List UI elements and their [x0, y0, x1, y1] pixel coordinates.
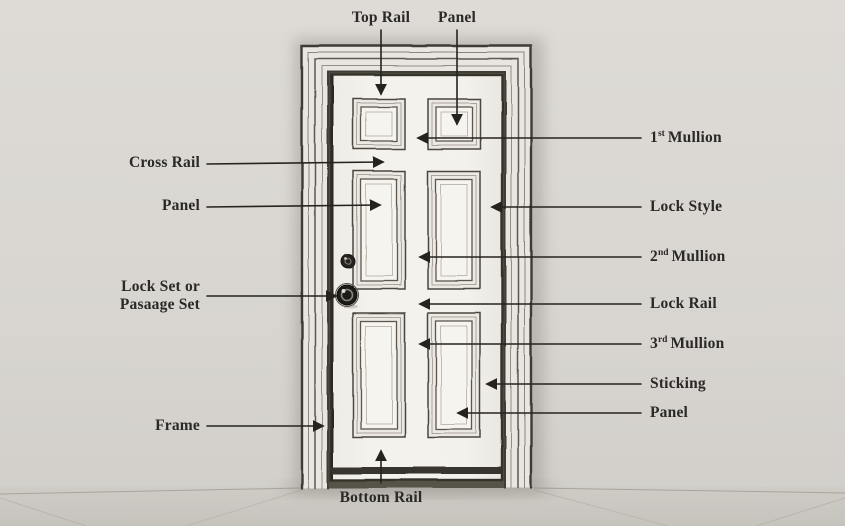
label-text: Mullion — [670, 335, 725, 352]
label-frame: Frame — [155, 417, 200, 434]
ordinal-suffix: st — [657, 128, 665, 139]
label-panel-top: Panel — [437, 9, 477, 26]
arrow-cross-rail — [206, 156, 385, 169]
deadbolt — [340, 253, 356, 269]
label-panel-bottom: Panel — [650, 404, 689, 421]
label-lock-style: Lock Style — [650, 198, 723, 215]
door-panel-top-left — [352, 98, 406, 150]
casing-moulding-lines — [300, 44, 533, 490]
callout-arrows — [206, 29, 642, 484]
arrow-panel-middle — [206, 199, 382, 212]
door-panel-top-right — [427, 98, 481, 150]
door-panel-bottom-right — [427, 312, 481, 438]
label-lock-set-line2: Pasaage Set — [119, 296, 200, 313]
door-and-frame — [300, 44, 533, 490]
label-lock-set: Lock Set or Pasaage Set — [120, 278, 200, 314]
door-panel-middle-left — [352, 170, 406, 290]
ordinal-suffix: nd — [657, 247, 669, 258]
ordinal-number: 1 — [650, 129, 658, 146]
door-threshold — [332, 467, 501, 474]
label-sticking: Sticking — [650, 375, 706, 392]
label-top-rail: Top Rail — [351, 9, 411, 26]
door-casing — [302, 46, 531, 488]
label-text: Mullion — [667, 129, 722, 146]
label-text: Mullion — [671, 248, 726, 265]
door-panel-bottom-left — [352, 312, 406, 438]
label-lock-set-line1: Lock Set or — [121, 278, 200, 295]
label-cross-rail: Cross Rail — [128, 154, 200, 171]
label-bottom-rail: Bottom Rail — [339, 489, 423, 506]
ordinal-number: 3 — [650, 335, 658, 352]
label-panel-middle: Panel — [161, 197, 200, 214]
label-lock-rail: Lock Rail — [650, 295, 717, 312]
door-panels — [352, 98, 481, 438]
ordinal-number: 2 — [650, 248, 658, 265]
door-panel-middle-right — [427, 170, 481, 290]
ordinal-suffix: rd — [657, 334, 668, 345]
